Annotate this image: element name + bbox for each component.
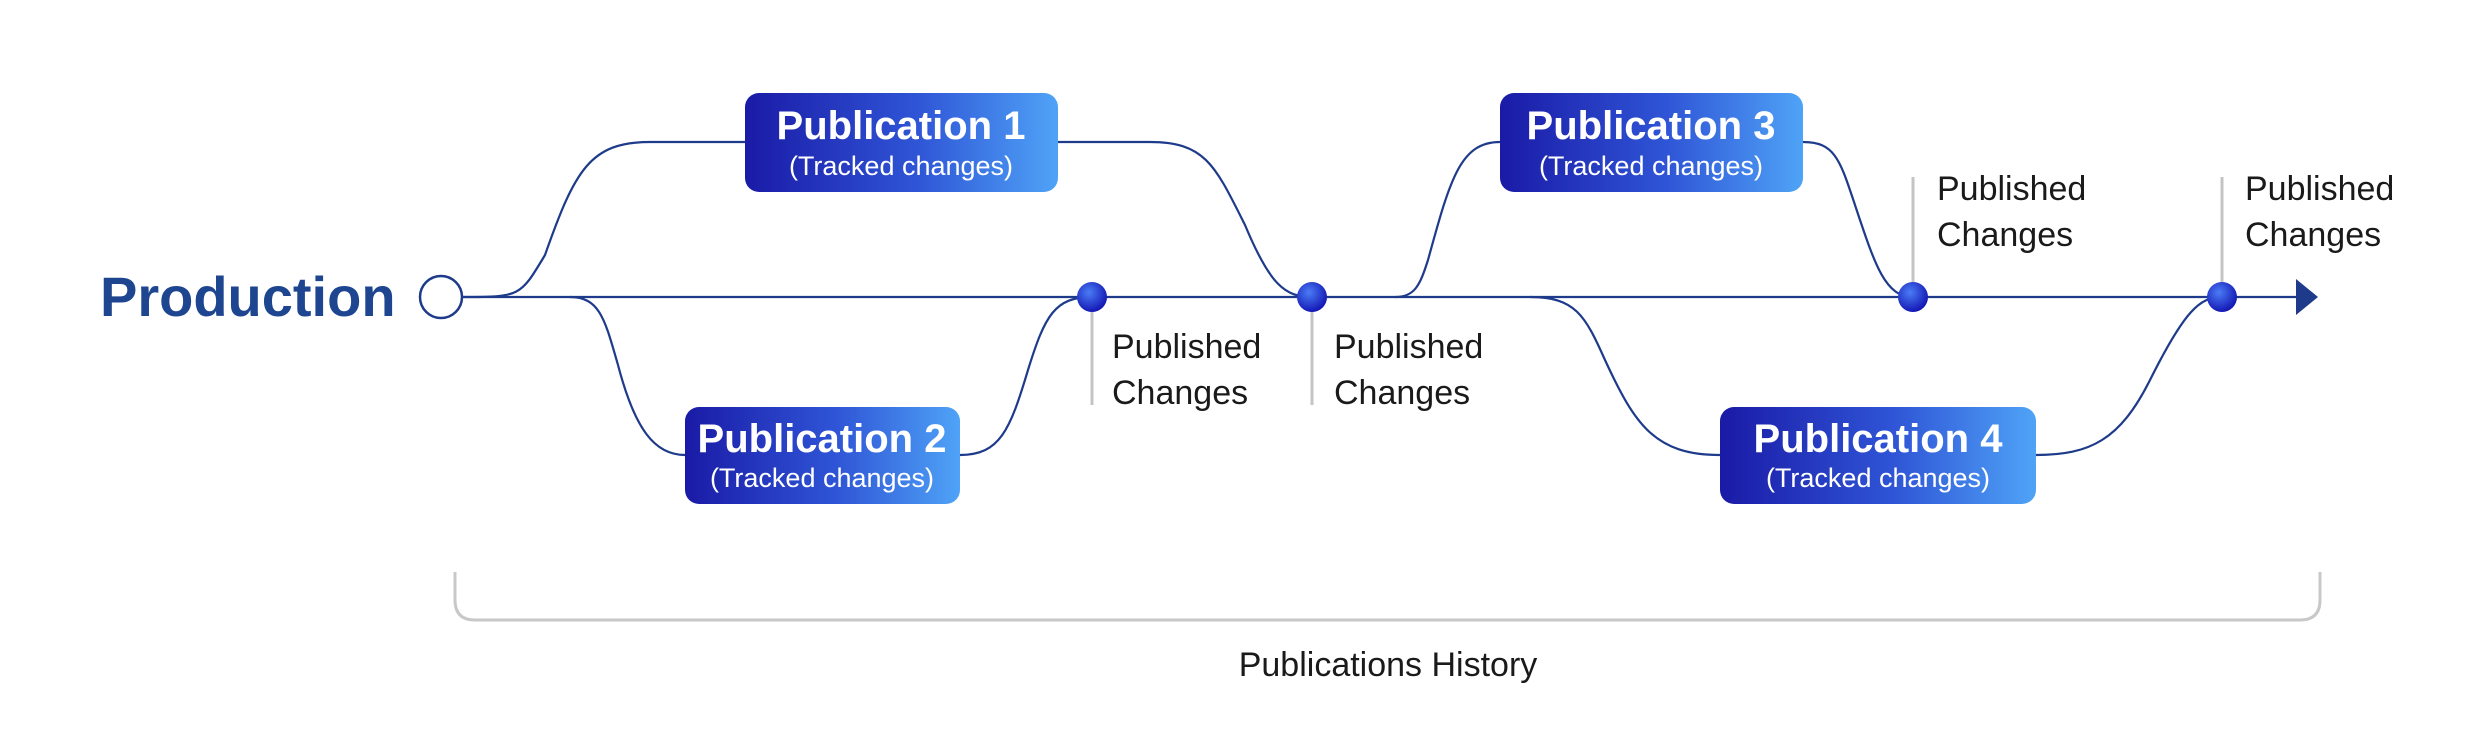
published-changes-dot-3[interactable]	[1898, 282, 1928, 312]
publication-1-subtitle: (Tracked changes)	[789, 151, 1013, 181]
publication-2-subtitle: (Tracked changes)	[710, 463, 934, 493]
svg-text:Published: Published	[1937, 170, 2086, 208]
publication-box-2[interactable]: Publication 2 (Tracked changes)	[685, 407, 960, 504]
publication-box-1[interactable]: Publication 1 (Tracked changes)	[745, 93, 1058, 192]
svg-text:Changes: Changes	[2245, 216, 2381, 254]
publication-4-title: Publication 4	[1754, 417, 2004, 461]
publication-1-title: Publication 1	[777, 104, 1026, 148]
branch-publication-4	[1529, 295, 2223, 457]
publication-box-3[interactable]: Publication 3 (Tracked changes)	[1500, 93, 1803, 192]
published-changes-label-3: Published Changes	[1937, 170, 2086, 254]
svg-text:Published: Published	[1112, 328, 1261, 366]
published-changes-dot-1[interactable]	[1077, 282, 1107, 312]
svg-text:Changes: Changes	[1112, 374, 1248, 412]
branch-publication-1	[461, 140, 1313, 299]
branch-publication-3	[1394, 140, 1914, 299]
publication-4-subtitle: (Tracked changes)	[1766, 463, 1990, 493]
branch-publication-2	[569, 295, 1093, 457]
publications-history-label: Publications History	[1239, 646, 1538, 684]
svg-text:Changes: Changes	[1937, 216, 2073, 254]
timeline-arrowhead	[2296, 279, 2318, 315]
published-changes-label-4: Published Changes	[2245, 170, 2394, 254]
svg-text:Published: Published	[2245, 170, 2394, 208]
publication-2-title: Publication 2	[698, 417, 947, 461]
production-label: Production	[100, 265, 396, 328]
svg-text:Changes: Changes	[1334, 374, 1470, 412]
publication-3-title: Publication 3	[1527, 104, 1776, 148]
production-start-node	[418, 274, 464, 320]
svg-text:Published: Published	[1334, 328, 1483, 366]
publication-box-4[interactable]: Publication 4 (Tracked changes)	[1720, 407, 2036, 504]
publication-3-subtitle: (Tracked changes)	[1539, 151, 1763, 181]
published-changes-label-2: Published Changes	[1334, 328, 1483, 412]
published-changes-dot-4[interactable]	[2207, 282, 2237, 312]
published-changes-dot-2[interactable]	[1297, 282, 1327, 312]
published-changes-label-1: Published Changes	[1112, 328, 1261, 412]
publications-history-bracket	[453, 572, 2322, 622]
